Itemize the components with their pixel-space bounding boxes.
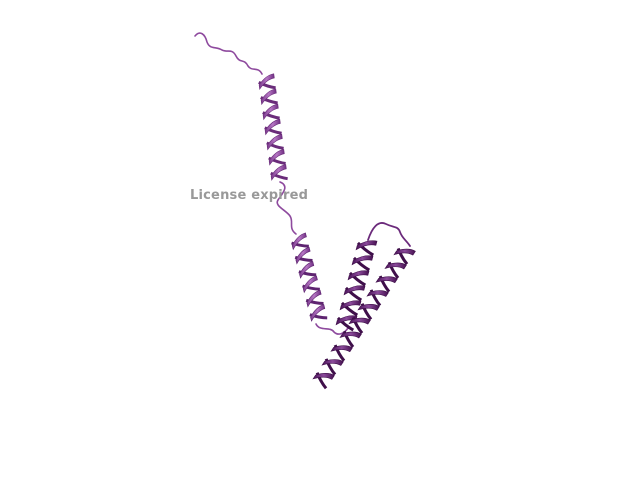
helix-turn [393, 248, 416, 256]
helix-turn [355, 240, 378, 251]
helix-turn [357, 304, 380, 311]
helix-turn [335, 315, 358, 326]
helix-turn [366, 290, 389, 297]
helix-turn [299, 261, 315, 279]
helix-turn [347, 270, 370, 281]
helix-turn [302, 275, 318, 294]
helix-turn [306, 289, 322, 308]
helix-1 [258, 73, 288, 181]
helix-turn [258, 73, 275, 90]
helix-turn [339, 331, 362, 339]
helix-turn [312, 373, 335, 380]
helix-turn [268, 149, 285, 166]
helix-turn [348, 317, 371, 325]
helix-turn [339, 300, 362, 311]
n-terminal-coil [194, 32, 263, 75]
helix-turn [330, 345, 353, 353]
helix-3 [335, 240, 378, 332]
helix-turn [310, 304, 326, 322]
helix-turn [264, 118, 281, 136]
helix-turn [260, 88, 277, 106]
helix-turn [270, 164, 287, 181]
helix-turn [375, 276, 398, 284]
helix-turn [266, 133, 283, 151]
helix-turn [291, 232, 307, 251]
helix-turn [384, 262, 407, 270]
helix-4 [312, 247, 416, 390]
helix-turn [343, 285, 366, 296]
helix-turn [295, 246, 311, 265]
loop-1 [276, 181, 297, 235]
helix-2 [291, 232, 328, 322]
helix-turn [351, 255, 374, 266]
loop-3 [367, 222, 411, 247]
helix-turn [321, 359, 344, 366]
helix-turn [262, 103, 279, 121]
